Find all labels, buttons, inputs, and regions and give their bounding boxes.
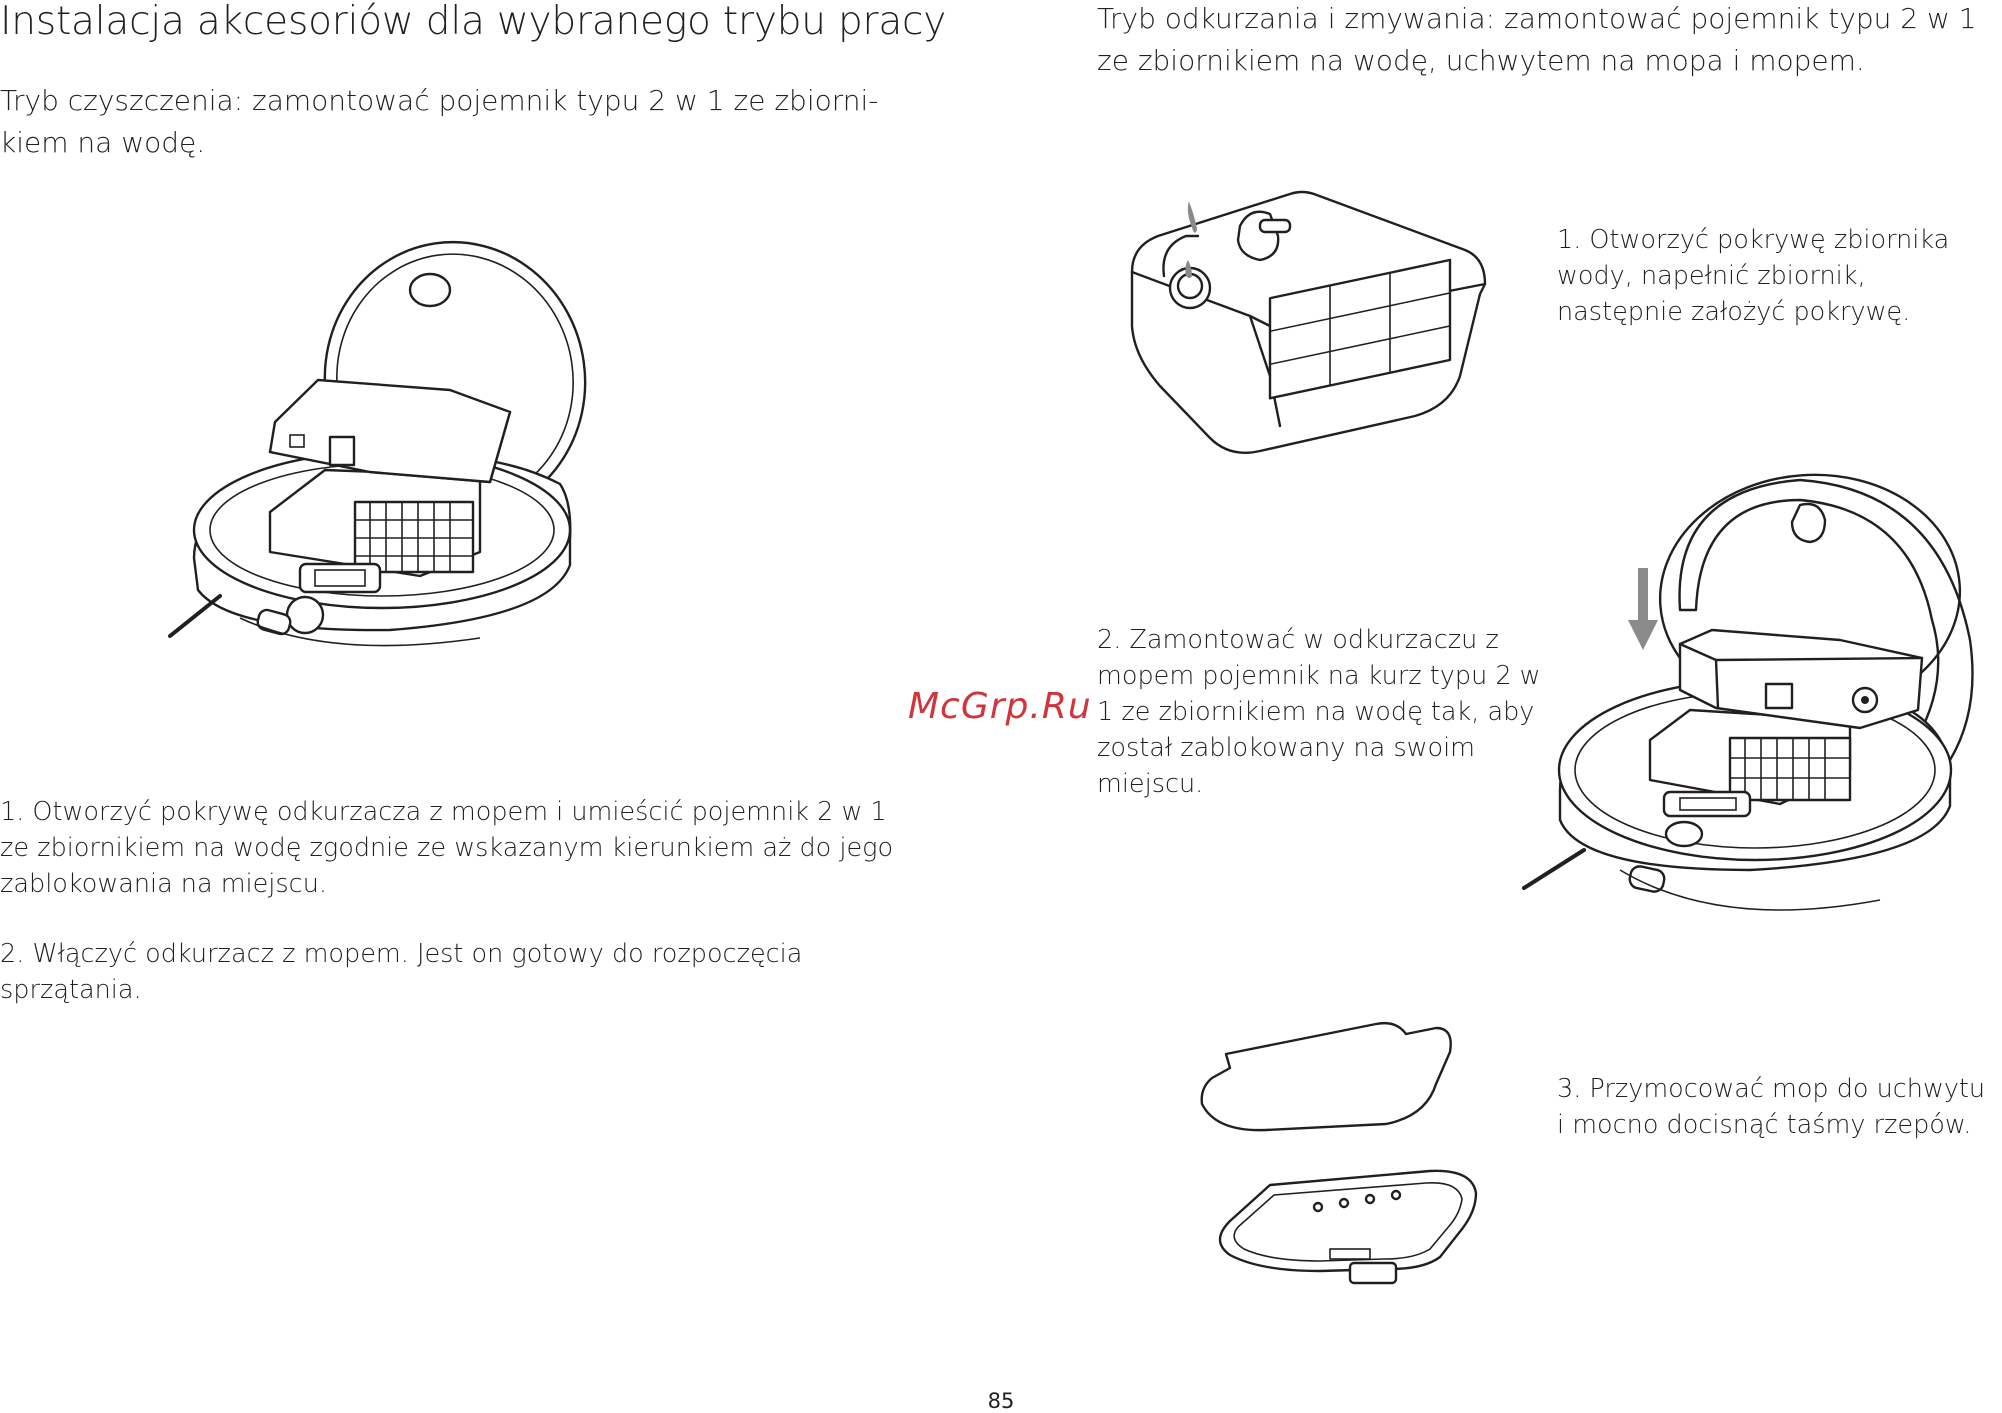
left-step-2: 2. Włączyć odkurzacz z mopem. Jest on go… bbox=[0, 939, 803, 1005]
robot-left-illustration bbox=[168, 240, 587, 647]
left-mode-heading: Tryb czyszczenia: zamontować pojemnik ty… bbox=[0, 84, 879, 159]
right-mode-heading: Tryb odkurzania i zmywania: zamontować p… bbox=[1097, 2, 1977, 77]
mop-pad-illustration bbox=[1200, 1021, 1452, 1132]
right-step-1: 1. Otworzyć pokrywę zbiornika wody, nape… bbox=[1557, 225, 1950, 327]
arrow-down-icon bbox=[1628, 568, 1658, 650]
page-title: Instalacja akcesoriów dla wybranego tryb… bbox=[0, 0, 947, 44]
water-tank-illustration bbox=[1130, 190, 1487, 455]
left-step-1: 1. Otworzyć pokrywę odkurzacza z mopem i… bbox=[0, 797, 894, 899]
mop-holder-illustration bbox=[1218, 1169, 1478, 1285]
robot-right-illustration bbox=[1522, 473, 1974, 911]
watermark: McGrp.Ru bbox=[908, 686, 1092, 727]
right-step-3: 3. Przymocować mop do uchwytu i mocno do… bbox=[1557, 1074, 1986, 1140]
right-step-2: 2. Zamontować w odkurzaczu z mopem pojem… bbox=[1097, 625, 1541, 799]
page-number: 85 bbox=[987, 1389, 1015, 1413]
